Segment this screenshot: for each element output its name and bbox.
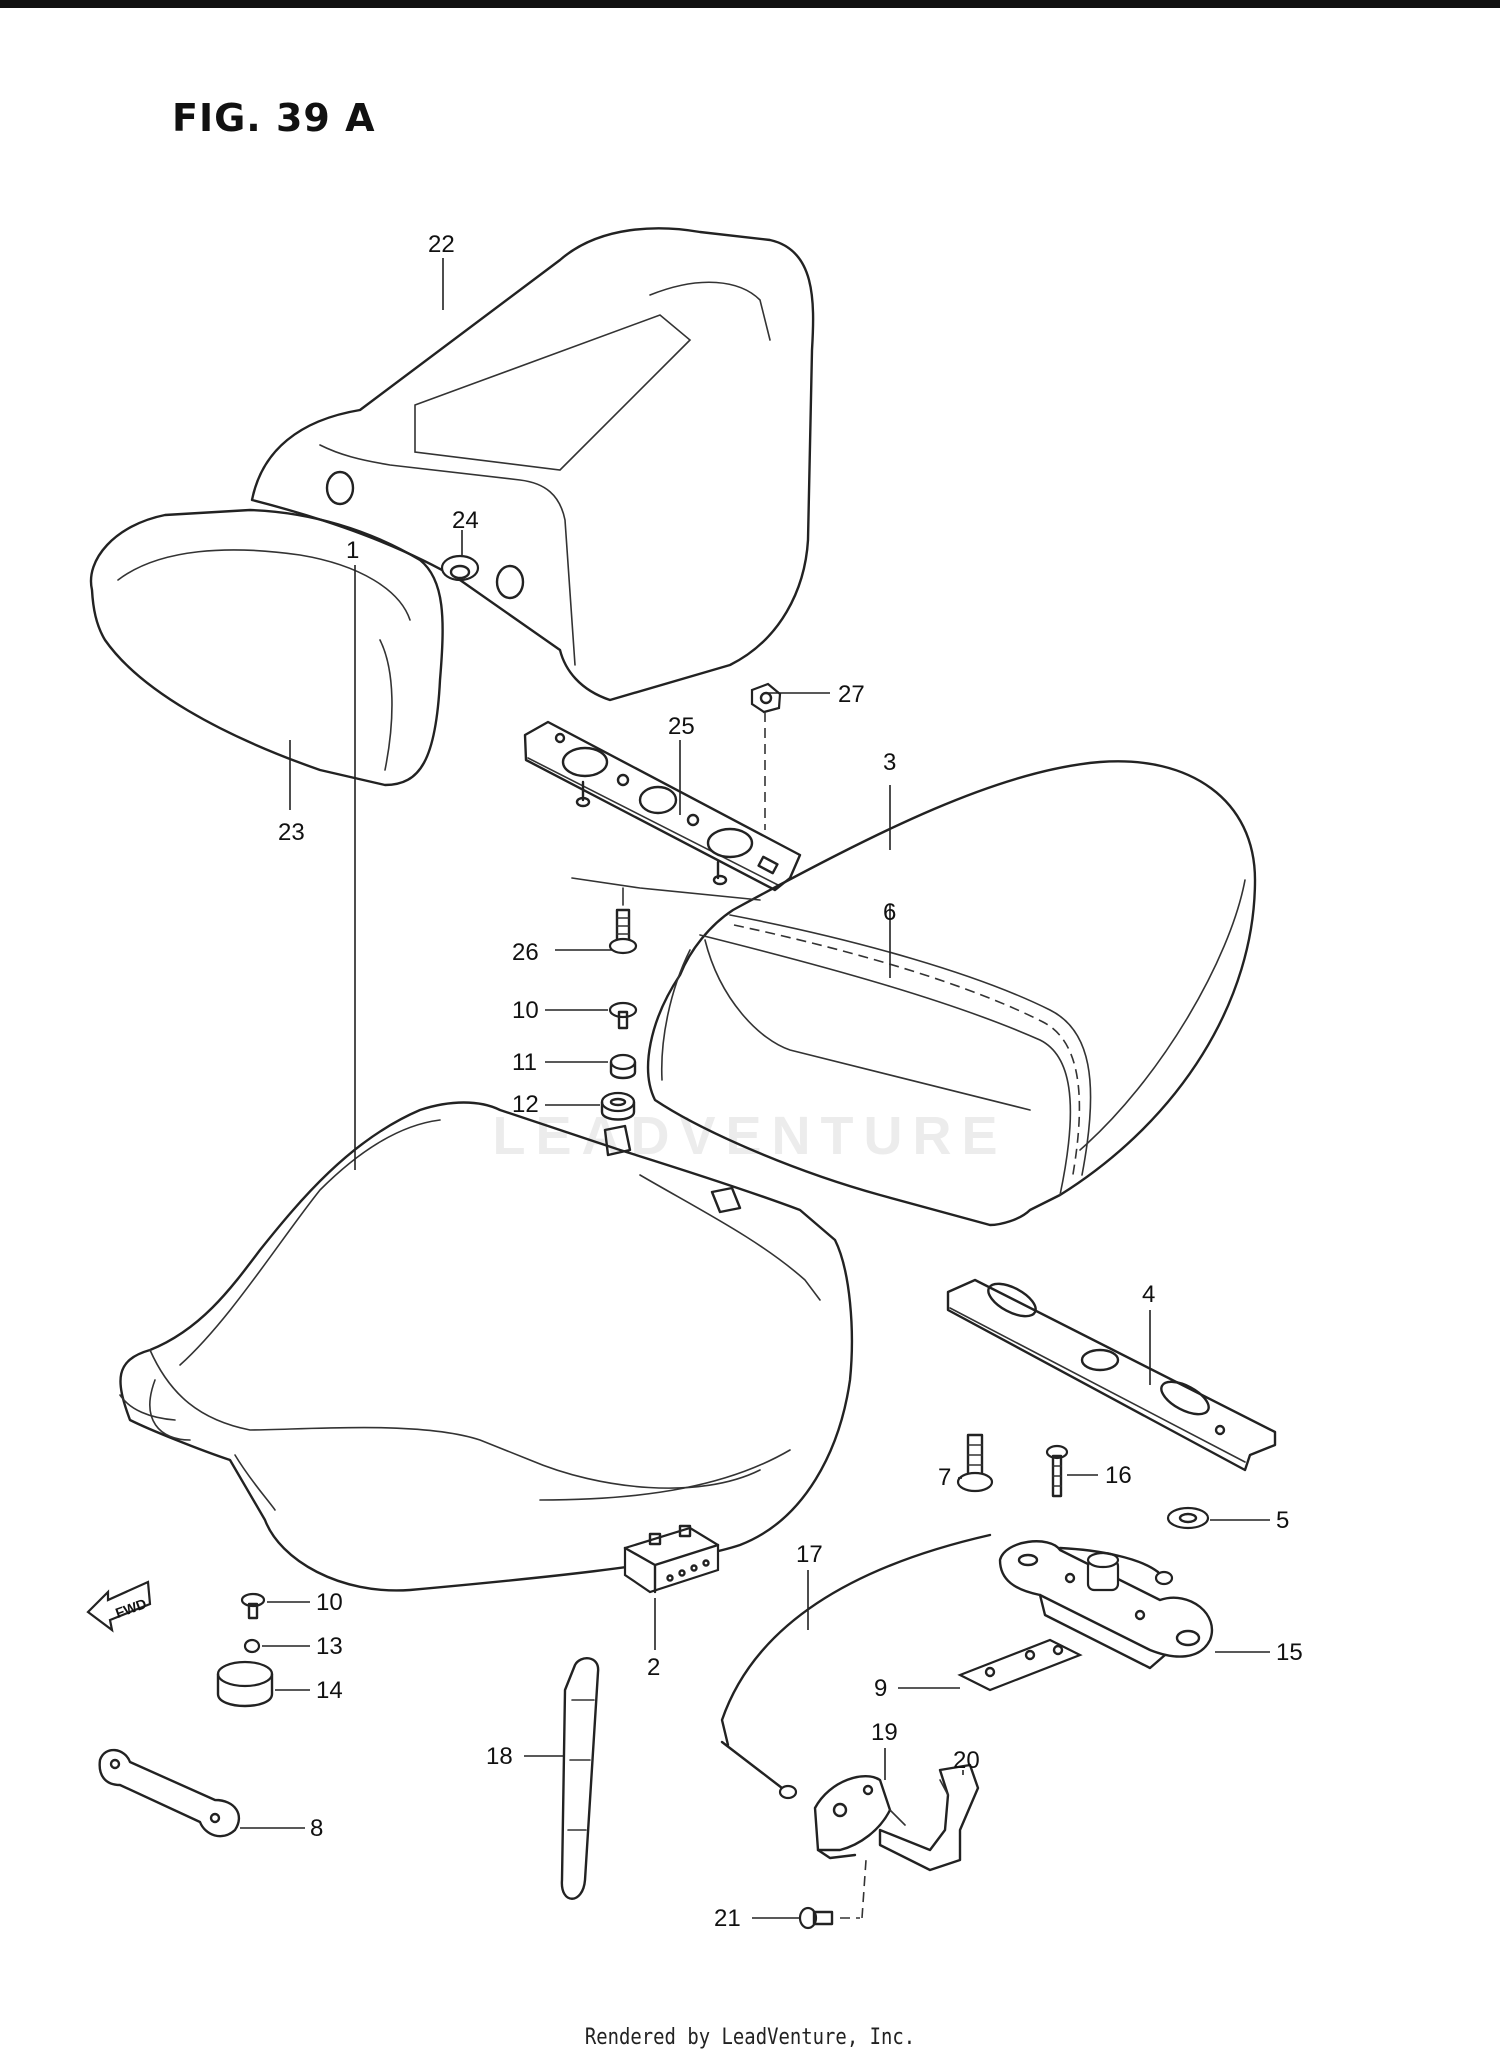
callout-15[interactable]: 15 <box>1276 1639 1303 1666</box>
callout-22[interactable]: 22 <box>428 231 455 258</box>
forward-arrow-icon: FWD <box>86 1580 152 1633</box>
figure-title: FIG. 39 A <box>172 96 376 140</box>
callout-27[interactable]: 27 <box>838 681 865 708</box>
callout-26[interactable]: 26 <box>512 939 539 966</box>
seat-pad-23[interactable] <box>89 508 444 787</box>
dash-line-26 <box>571 877 761 901</box>
callout-25[interactable]: 25 <box>668 713 695 740</box>
nut-27[interactable] <box>750 682 782 830</box>
bolt-26[interactable] <box>608 908 638 955</box>
bracket-4[interactable] <box>946 1277 1277 1472</box>
callout-2[interactable]: 2 <box>647 1654 660 1681</box>
callout-23[interactable]: 23 <box>278 819 305 846</box>
lock-19[interactable] <box>813 1775 906 1860</box>
rear-seat-3[interactable] <box>646 760 1257 1227</box>
leader-lines <box>240 258 1270 1919</box>
callout-8[interactable]: 8 <box>310 1815 323 1842</box>
callout-9[interactable]: 9 <box>874 1675 887 1702</box>
bracket-25[interactable] <box>523 720 802 892</box>
clamp-2[interactable] <box>623 1524 720 1594</box>
screw-10-lower[interactable] <box>240 1592 266 1620</box>
callout-17[interactable]: 17 <box>796 1541 823 1568</box>
lock-cable-17[interactable] <box>720 1533 1174 1800</box>
callout-18[interactable]: 18 <box>486 1743 513 1770</box>
collar-11[interactable] <box>609 1053 637 1080</box>
cable-tie-18[interactable] <box>560 1657 600 1900</box>
callout-20[interactable]: 20 <box>953 1747 980 1774</box>
cushion-14[interactable] <box>216 1660 274 1708</box>
strap-8[interactable] <box>98 1748 241 1838</box>
nut-5[interactable] <box>1166 1506 1210 1530</box>
bracket-20[interactable] <box>878 1763 980 1872</box>
callout-14[interactable]: 14 <box>316 1677 343 1704</box>
grommet-24[interactable] <box>440 554 480 582</box>
seat-cowl-22[interactable] <box>250 227 815 702</box>
callout-numbers: 22 24 23 27 25 3 6 26 10 11 12 1 4 7 16 … <box>278 231 1303 1932</box>
cushion-12[interactable] <box>600 1091 636 1121</box>
callout-6[interactable]: 6 <box>883 899 896 926</box>
callout-10-lower[interactable]: 10 <box>316 1589 343 1616</box>
footer-credit: Rendered by LeadVenture, Inc. <box>584 2025 916 2050</box>
callout-5[interactable]: 5 <box>1276 1507 1289 1534</box>
callout-12[interactable]: 12 <box>512 1091 539 1118</box>
collar-13[interactable] <box>243 1638 261 1654</box>
top-border <box>0 0 1500 8</box>
callout-11[interactable]: 11 <box>512 1049 537 1076</box>
callout-1[interactable]: 1 <box>346 537 359 564</box>
screw-10-upper[interactable] <box>608 1001 638 1030</box>
callout-10-upper[interactable]: 10 <box>512 997 539 1024</box>
screw-16[interactable] <box>1045 1444 1069 1498</box>
callout-7[interactable]: 7 <box>938 1464 951 1491</box>
callout-21[interactable]: 21 <box>714 1905 741 1932</box>
bolt-21[interactable] <box>798 1859 867 1930</box>
callout-13[interactable]: 13 <box>316 1633 343 1660</box>
callout-4[interactable]: 4 <box>1142 1281 1155 1308</box>
front-seat-1[interactable] <box>119 1101 854 1592</box>
callout-3[interactable]: 3 <box>883 749 896 776</box>
callout-24[interactable]: 24 <box>452 507 479 534</box>
callout-16[interactable]: 16 <box>1105 1462 1132 1489</box>
plate-9[interactable] <box>957 1638 1083 1692</box>
callout-19[interactable]: 19 <box>871 1719 898 1746</box>
bolt-7[interactable] <box>956 1433 994 1493</box>
